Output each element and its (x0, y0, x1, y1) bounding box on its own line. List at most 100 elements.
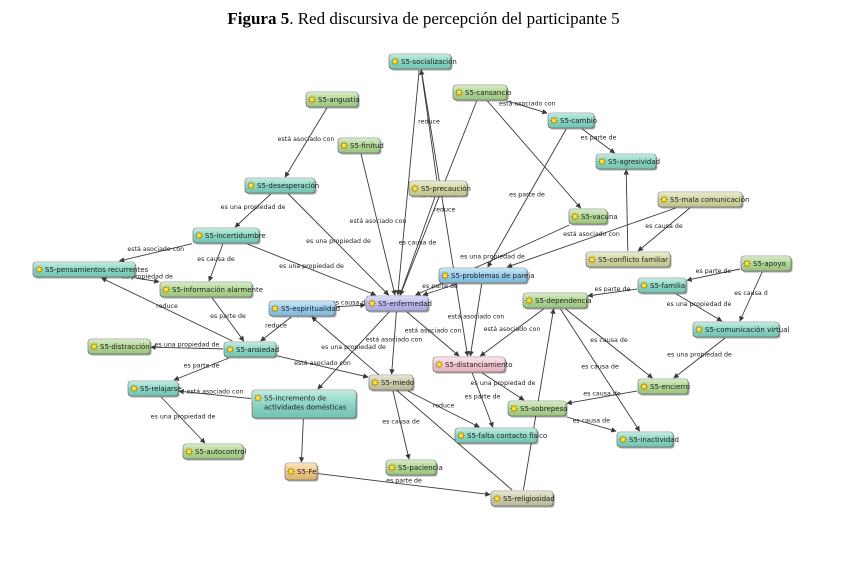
edge-distanciamiento-sobrepeso (481, 372, 525, 401)
edge-cansancio-enfermedad (399, 100, 478, 296)
sun-icon (743, 259, 751, 268)
edge-finitud-enfermedad (360, 153, 397, 296)
edge-infoalarmente-ansiedad (211, 297, 245, 342)
sun-icon (571, 212, 579, 221)
edge-label: es parte de (696, 268, 732, 275)
node-fe[interactable]: S5-Fe (284, 462, 319, 482)
node-vacuna[interactable]: S5-vacuna (568, 208, 618, 226)
edge-label: reduce (433, 403, 455, 410)
edge-cansancio-cambio (507, 100, 548, 115)
node-paciencia[interactable]: S5-paciencia (385, 459, 443, 477)
node-comvirtual[interactable]: S5-comunicación virtual (692, 321, 790, 339)
edge-label: es causa d (734, 290, 768, 297)
edge-dependencia-distanciamiento (479, 308, 544, 357)
node-autocontrol[interactable]: S5-autocontrol (182, 443, 246, 461)
edge-comvirtual-encierro (673, 337, 726, 379)
edge-label: es parte de (210, 313, 246, 320)
node-label: S5-agresividad (608, 158, 660, 166)
node-relajarse[interactable]: S5-relajarse (127, 380, 182, 398)
edge-desesperacion-incertidumbre (234, 193, 272, 228)
node-socializacion[interactable]: S5-socialización (388, 53, 457, 71)
edge-precaucion-enfermedad (399, 196, 436, 296)
node-problemas[interactable]: S5-problemas de pareja (438, 267, 535, 285)
node-label: S5-paciencia (398, 464, 443, 472)
node-religiosidad[interactable]: S5-religiosidad (490, 490, 555, 508)
edge-label: es una propiedad de (306, 238, 371, 245)
edge-label: está asociado con (499, 100, 556, 108)
edge-ansiedad-relajarse (173, 357, 230, 381)
sun-icon (640, 382, 648, 391)
node-label: S5-cansancio (465, 89, 511, 97)
node-miedo[interactable]: S5-miedo (368, 374, 415, 392)
node-encierro[interactable]: S5-encierro (637, 378, 690, 396)
edge-incertidumbre-pensamientos (118, 243, 193, 263)
node-label: S5-sobrepeso (520, 405, 568, 413)
node-espiritualidad[interactable]: S5-espiritualidad (268, 300, 340, 318)
edge-label: es parte de (509, 192, 545, 199)
sun-icon (660, 195, 668, 204)
node-finitud[interactable]: S5-finitud (337, 137, 384, 155)
edge-desesperacion-enfermedad (288, 193, 390, 296)
node-precaucion[interactable]: S5-precaución (408, 180, 471, 198)
node-cansancio[interactable]: S5-cansancio (452, 84, 511, 102)
sun-icon (388, 463, 396, 472)
node-faltacontacto[interactable]: S5-falta contacto físico (454, 427, 547, 445)
edge-malacom-conflicto (637, 207, 691, 252)
node-angustia[interactable]: S5-angustia (305, 91, 360, 109)
edge-label: es una propiedad de (667, 352, 732, 359)
node-inactividad[interactable]: S5-inactividad (616, 431, 679, 449)
edge-enfermedad-distanciamiento (406, 311, 460, 357)
node-label: S5-vacuna (581, 213, 618, 221)
node-label: S5-autocontrol (195, 448, 246, 456)
edge-label: está asociado con (563, 230, 620, 238)
node-label: S5-encierro (650, 383, 690, 391)
node-label: S5-información alarmente (172, 286, 263, 294)
node-ansiedad[interactable]: S5-ansiedad (223, 341, 279, 359)
node-infoalarmente[interactable]: S5-información alarmente (159, 281, 263, 299)
node-distraccion[interactable]: S5-distracción (87, 338, 152, 356)
figure-caption: Figura 5. Red discursiva de percepción d… (0, 9, 847, 29)
sun-icon (254, 394, 262, 402)
sun-icon (247, 181, 255, 190)
node-malacom[interactable]: S5-mala comunicación (657, 191, 749, 209)
node-familia[interactable]: S5-familia (637, 277, 688, 295)
figure-title: . Red discursiva de percepción del parti… (289, 9, 620, 28)
node-pensamientos[interactable]: S5-pensamientos recurrentes (32, 261, 149, 279)
node-conflicto[interactable]: S5-conflicto familiar (585, 251, 672, 269)
node-agresividad[interactable]: S5-agresividad (595, 153, 660, 171)
node-label: S5-inactividad (629, 436, 679, 444)
node-dependencia[interactable]: S5-dependencia (522, 292, 592, 310)
sun-icon (308, 95, 316, 104)
node-incertidumbre[interactable]: S5-incertidumbre (192, 227, 266, 245)
node-desesperacion[interactable]: S5-desesperación (244, 177, 319, 195)
sun-icon (130, 384, 138, 393)
sun-icon (640, 281, 648, 290)
node-enfermedad[interactable]: S5-enfermedad (365, 295, 432, 313)
edge-label: es causa de (583, 391, 621, 398)
sun-icon (619, 435, 627, 444)
sun-icon (185, 447, 193, 456)
node-distanciamiento[interactable]: S5-distanciamiento (432, 356, 513, 374)
edge-cansancio-vacuna (487, 100, 582, 209)
edge-label: es causa de (645, 223, 683, 230)
figure-number: Figura 5 (227, 9, 290, 28)
sun-icon (35, 265, 43, 274)
node-apoyo[interactable]: S5-apoyo (740, 255, 793, 273)
sun-icon (90, 342, 98, 351)
node-label: S5-Fe (297, 468, 316, 476)
edge-apoyo-comvirtual (739, 271, 763, 322)
edge-label: es parte de (581, 135, 617, 142)
edge-label: es causa de (332, 299, 370, 306)
edge-label: reduce (265, 323, 287, 330)
node-sobrepeso[interactable]: S5-sobrepeso (507, 400, 568, 418)
edge-ansiedad-distraccion (150, 344, 224, 351)
node-label: S5-precaución (421, 185, 471, 193)
node-label: S5-ansiedad (236, 346, 279, 354)
node-label: S5-miedo (381, 379, 414, 387)
node-cambio[interactable]: S5-cambio (547, 112, 597, 130)
edge-miedo-faltacontacto (407, 390, 480, 428)
edge-incertidumbre-enfermedad (247, 243, 377, 296)
sun-icon (550, 116, 558, 125)
edge-dependencia-inactividad (560, 308, 640, 432)
